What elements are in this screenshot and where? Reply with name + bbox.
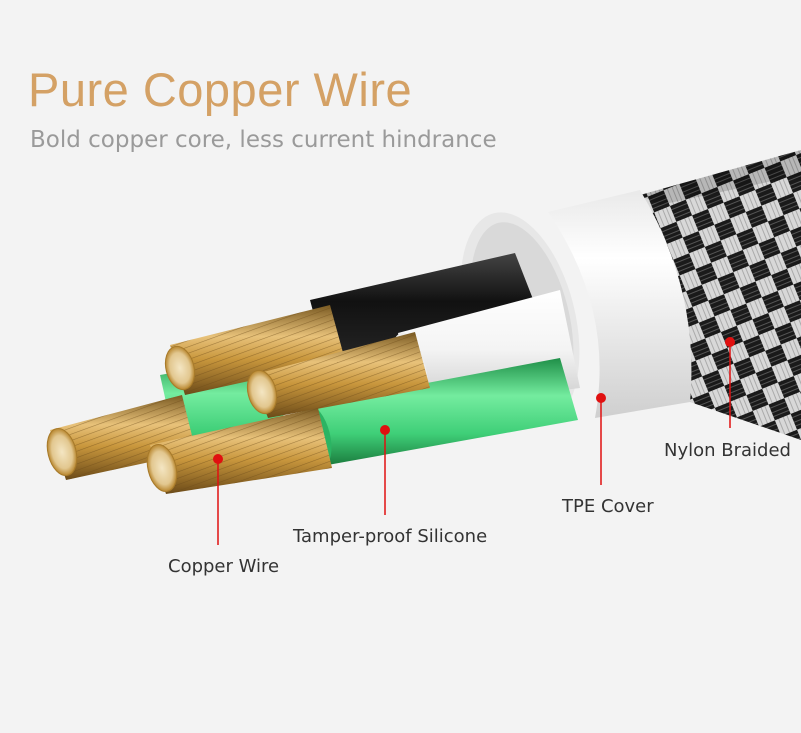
label-copper-wire: Copper Wire (168, 556, 280, 577)
callout-silicone-marker (380, 425, 390, 515)
label-tamper-proof-silicone: Tamper-proof Silicone (293, 526, 488, 547)
nylon-braid (640, 150, 801, 440)
callout-nylon-marker (725, 337, 735, 428)
page-title: Pure Copper Wire (28, 63, 413, 116)
page-subtitle: Bold copper core, less current hindrance (30, 127, 497, 153)
copper-strands (46, 305, 430, 494)
callout-tpe-marker (596, 393, 606, 485)
label-tpe-cover: TPE Cover (562, 496, 654, 517)
label-nylon-braided: Nylon Braided (664, 440, 791, 461)
callout-copper-wire-marker (213, 454, 223, 545)
